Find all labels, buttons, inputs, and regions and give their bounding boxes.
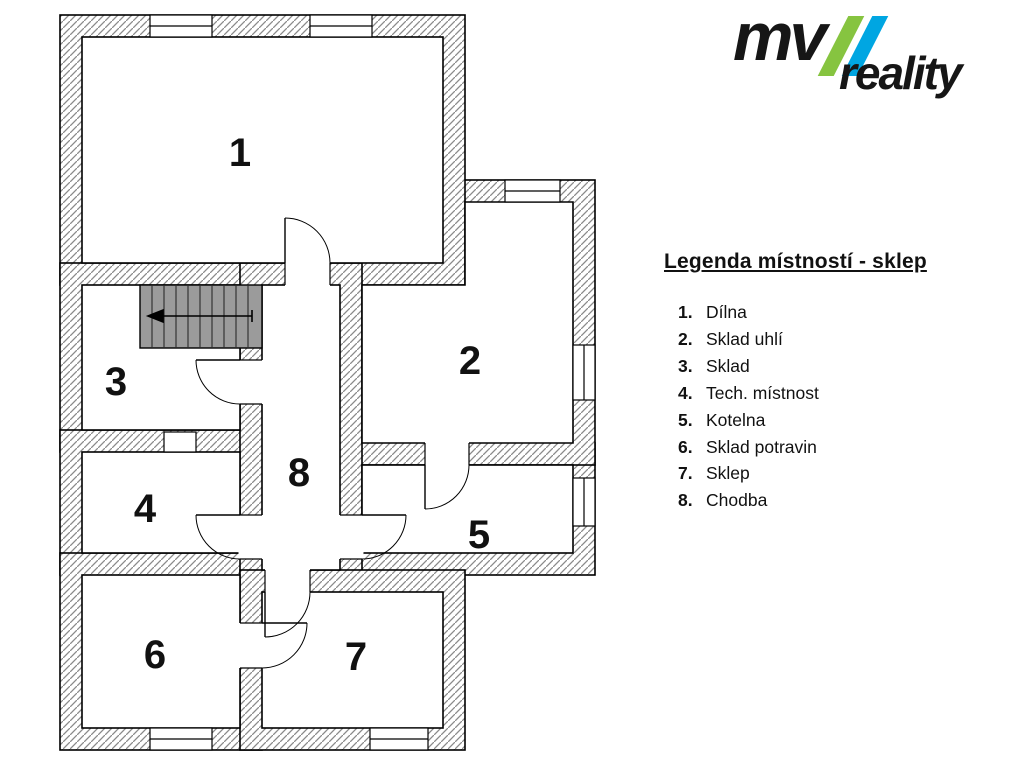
door-corridor-room7 bbox=[264, 568, 311, 638]
window bbox=[309, 14, 373, 38]
legend-item: 3.Sklad bbox=[678, 355, 750, 376]
room-number-4: 4 bbox=[134, 487, 157, 531]
legend-item: 2.Sklad uhlí bbox=[678, 328, 783, 349]
door-corridor-room5 bbox=[338, 514, 407, 560]
room-number-2: 2 bbox=[459, 339, 481, 383]
legend-list: 1.Dílna 2.Sklad uhlí 3.Sklad 4.Tech. mís… bbox=[664, 299, 927, 514]
legend-item: 5.Kotelna bbox=[678, 409, 766, 430]
room-number-8: 8 bbox=[288, 451, 310, 495]
door-swing bbox=[195, 359, 241, 405]
room-number-1: 1 bbox=[229, 131, 251, 175]
door-room1-corridor bbox=[284, 217, 331, 287]
door-swing bbox=[361, 514, 407, 560]
legend-item: 8.Chodba bbox=[678, 490, 768, 511]
logo-text-reality: reality bbox=[839, 47, 963, 99]
legend-item: 7.Sklep bbox=[678, 463, 750, 484]
door-swing bbox=[284, 217, 331, 264]
room-number-6: 6 bbox=[144, 633, 166, 677]
room-5-kotelna bbox=[362, 465, 573, 553]
legend-item: 6.Sklad potravin bbox=[678, 436, 817, 457]
room-number-3: 3 bbox=[105, 360, 127, 404]
room-4-tech-mistnost bbox=[82, 452, 240, 553]
stair-direction-arrow-icon bbox=[145, 308, 253, 324]
logo-text-mv: mv bbox=[733, 0, 827, 75]
room-numbers: 1 2 3 4 5 6 7 8 bbox=[105, 131, 490, 679]
legend: Legenda místností - sklep 1.Dílna 2.Skla… bbox=[664, 250, 927, 514]
legend-title: Legenda místností - sklep bbox=[664, 250, 927, 273]
room-6-sklad-potravin bbox=[82, 575, 240, 728]
door-swing bbox=[261, 622, 308, 669]
door-swing bbox=[195, 514, 241, 560]
door-swing bbox=[264, 591, 311, 638]
room-2-sklad-uhli bbox=[362, 202, 573, 443]
door-corridor-room4 bbox=[195, 514, 264, 560]
door-room6-room7 bbox=[238, 622, 308, 669]
window bbox=[369, 727, 429, 751]
wall-niche bbox=[163, 431, 197, 453]
legend-item: 4.Tech. místnost bbox=[678, 382, 819, 403]
window bbox=[572, 477, 596, 527]
room-interiors bbox=[82, 37, 573, 728]
windows bbox=[149, 14, 596, 751]
window bbox=[149, 14, 213, 38]
room-8-chodba bbox=[262, 285, 340, 570]
door-room2-room5 bbox=[424, 441, 470, 510]
room-number-5: 5 bbox=[468, 513, 490, 557]
window bbox=[572, 344, 596, 401]
door-swing bbox=[424, 464, 470, 510]
mv-reality-logo: mv reality bbox=[733, 0, 1013, 114]
doors bbox=[195, 217, 470, 669]
door-corridor-room3 bbox=[195, 359, 264, 405]
room-7-sklep bbox=[262, 592, 443, 728]
room-1-dilna bbox=[82, 37, 443, 263]
room-number-7: 7 bbox=[345, 635, 367, 679]
staircase bbox=[139, 284, 263, 349]
legend-item: 1.Dílna bbox=[678, 302, 747, 322]
window bbox=[149, 727, 213, 751]
window bbox=[504, 179, 561, 203]
